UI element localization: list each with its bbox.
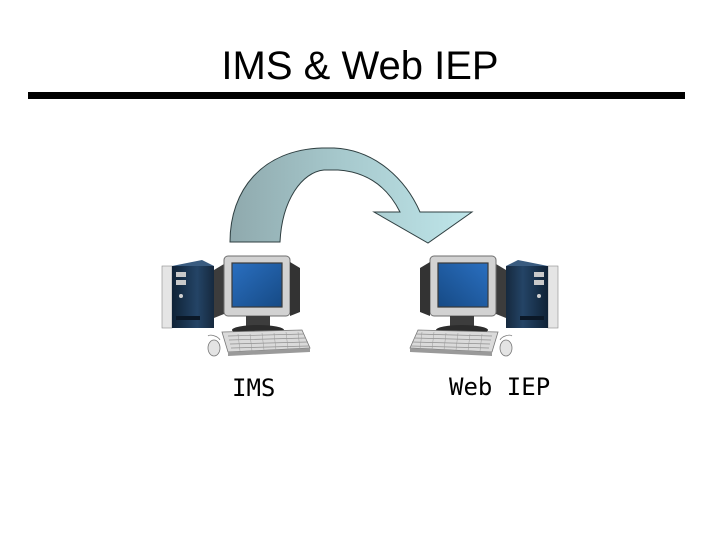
- web-iep-computer: [409, 255, 559, 357]
- curved-arrow-icon: [229, 147, 474, 244]
- ims-label: IMS: [232, 374, 276, 402]
- web-iep-label: Web IEP: [449, 373, 551, 401]
- ims-computer: [161, 255, 311, 357]
- title-divider: [28, 92, 685, 99]
- transfer-arrow: [229, 147, 474, 244]
- slide-title: IMS & Web IEP: [221, 44, 499, 88]
